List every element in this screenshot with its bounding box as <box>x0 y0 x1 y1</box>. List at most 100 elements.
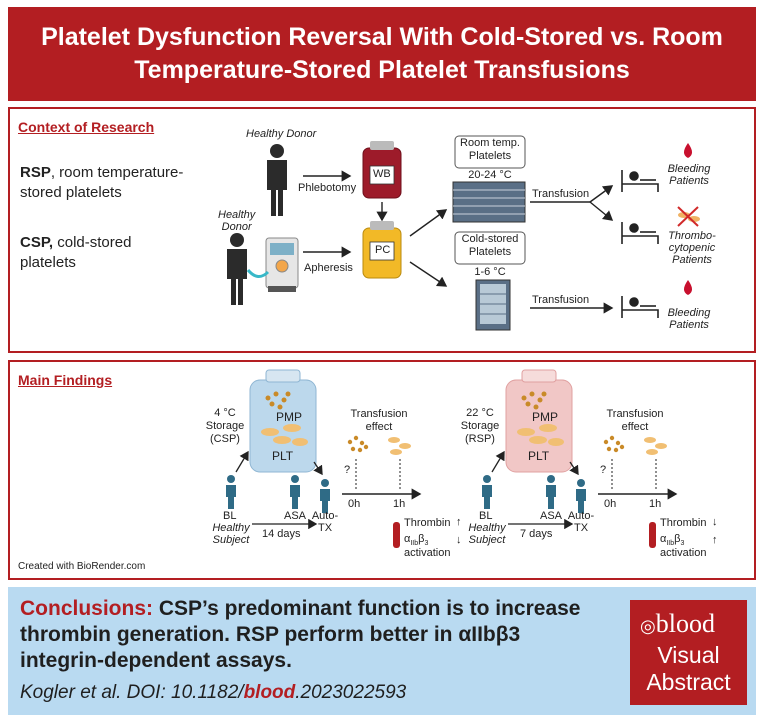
bleeding-2-line-2: Patients <box>669 319 709 331</box>
rsp-subject-asa-icon <box>546 475 556 509</box>
csp-autotx-1: Auto- <box>311 510 339 522</box>
csp-effect-label: Transfusion effect <box>340 408 418 434</box>
crossed-platelets-icon <box>677 206 700 227</box>
healthy-donor-top-person-icon <box>267 144 287 216</box>
title-line-1: Platelet Dysfunction Reversal With Cold-… <box>41 23 723 51</box>
pc-label: PC <box>375 244 391 256</box>
rsp-subject-autotx-icon <box>576 479 586 513</box>
rsp-plt-label: PLT <box>528 449 550 463</box>
rsp-aiib-arrow: ↑ <box>712 534 718 546</box>
rsp-effect-line-1: Transfusion <box>606 408 664 420</box>
csp-t0: 0h <box>348 498 361 510</box>
csp-subject-asa-icon <box>290 475 300 509</box>
rsp-subject-bl-icon <box>482 475 492 509</box>
rsp-plt-cluster-icon <box>644 437 667 455</box>
rsp-activation: activation <box>660 547 707 559</box>
blood-logo-text: blood <box>655 609 715 638</box>
rsp-thrombin: Thrombin <box>660 517 707 529</box>
csp-thrombin-arrow: ↑ <box>456 516 462 528</box>
bleeding-patients-label-2: Bleeding Patients <box>664 307 714 331</box>
blood-drop-icon-2 <box>684 280 692 295</box>
healthy-donor-left-line-1: Healthy <box>218 209 256 221</box>
healthy-donor-left-person-icon <box>227 233 247 305</box>
cold-stored-label-line-1: Cold-stored <box>461 233 519 245</box>
rsp-pmp-label: PMP <box>532 410 559 424</box>
rsp-autotx: Auto- TX <box>564 510 598 534</box>
csp-definition: CSP, cold-stored platelets <box>20 233 131 273</box>
findings-panel <box>8 360 756 580</box>
bleeding-1-line-1: Bleeding <box>667 163 711 175</box>
rsp-storage-bag-icon <box>505 369 573 473</box>
blood-logo-mark-icon: ◎ <box>640 616 656 636</box>
csp-aiib-label: αIIbβ3 <box>404 533 428 547</box>
visual-abstract-text: Visual Abstract <box>630 642 747 696</box>
csp-aiib-arrow: ↓ <box>456 534 462 546</box>
patient-bed-icon-1 <box>621 170 659 192</box>
csp-aiib-sub2: 3 <box>424 540 429 548</box>
room-temp-label-box <box>454 135 526 169</box>
csp-abbr: CSP, <box>20 234 54 251</box>
conclusions-label: Conclusions: <box>20 597 154 620</box>
cold-stored-label-box <box>454 231 526 265</box>
rsp-tube-icon <box>649 522 656 548</box>
csp-storage-word: Storage <box>205 420 245 432</box>
conclusions-text: Conclusions: CSP’s predominant function … <box>20 596 620 674</box>
wb-label: WB <box>373 168 391 180</box>
cold-stored-label-line-2: Platelets <box>468 246 512 258</box>
blood-logo: ◎blood <box>640 610 715 640</box>
bleeding-patients-label-1: Bleeding Patients <box>664 163 714 187</box>
thrombocytopenic-patients-label: Thrombo- cytopenic Patients <box>664 230 720 266</box>
csp-activation: activation <box>404 547 451 559</box>
csp-autotx: Auto- TX <box>308 510 342 534</box>
thrombo-line-1: Thrombo- <box>668 230 716 242</box>
healthy-donor-top-label: Healthy Donor <box>246 128 317 140</box>
room-temp-label: Room temp. Platelets <box>455 137 525 163</box>
csp-effect-line-2: effect <box>365 421 393 433</box>
rsp-aiib-b: β <box>674 533 681 545</box>
patient-bed-icon-2 <box>621 222 659 244</box>
citation-journal: blood <box>243 682 296 703</box>
rsp-storage-abbr: (RSP) <box>465 433 495 445</box>
csp-subject-bl-icon <box>226 475 236 509</box>
cold-range: 1-6 °C <box>474 266 506 278</box>
healthy-donor-left-line-2: Donor <box>221 221 252 233</box>
rsp-abbr: RSP <box>20 164 51 181</box>
csp-healthy-2: Subject <box>212 534 250 546</box>
citation: Kogler et al. DOI: 10.1182/blood.2023022… <box>20 682 406 704</box>
csp-storage-abbr: (CSP) <box>210 433 240 445</box>
abstract-word: Abstract <box>646 669 731 695</box>
citation-prefix: Kogler et al. DOI: 10.1182/ <box>20 682 244 703</box>
rsp-autotx-1: Auto- <box>567 510 595 522</box>
csp-asa: ASA <box>284 510 307 522</box>
thrombo-line-3: Patients <box>672 254 712 266</box>
rsp-asa: ASA <box>540 510 563 522</box>
rsp-healthy-1: Healthy <box>468 522 506 534</box>
csp-subject-autotx-icon <box>320 479 330 513</box>
rsp-t0: 0h <box>604 498 617 510</box>
csp-aiib-sub1: IIb <box>410 540 419 548</box>
rsp-storage-word: Storage <box>460 420 500 432</box>
csp-plt-cluster-icon <box>388 437 411 455</box>
rsp-question: ? <box>600 464 607 476</box>
rsp-effect-label: Transfusion effect <box>596 408 674 434</box>
rsp-text-1: , room temperature- <box>50 164 184 181</box>
biorender-credit: Created with BioRender.com <box>18 561 146 572</box>
rsp-bl: BL <box>479 510 493 522</box>
room-temp-label-line-2: Platelets <box>468 150 512 162</box>
csp-duration: 14 days <box>262 528 301 540</box>
findings-heading: Main Findings <box>18 372 113 388</box>
whole-blood-bag-icon <box>362 141 402 199</box>
cold-stored-label: Cold-stored Platelets <box>455 233 525 259</box>
conclusions-line-3: integrin-dependent assays. <box>20 649 292 672</box>
csp-storage-label: 4 °C Storage (CSP) <box>197 407 253 446</box>
title-line-2: Temperature-Stored Platelet Transfusions <box>134 56 630 84</box>
patient-bed-icon-3 <box>621 296 659 318</box>
healthy-donor-left-label: Healthy Donor <box>218 209 255 233</box>
rsp-pmp-cluster-icon <box>603 435 625 453</box>
conclusions-line-2: thrombin generation. RSP perform better … <box>20 623 521 646</box>
apheresis-machine-icon <box>246 237 299 292</box>
room-temp-incubator-icon <box>452 181 526 223</box>
csp-aiib-a: α <box>404 533 411 545</box>
rsp-aiib-sub1: IIb <box>666 540 675 548</box>
